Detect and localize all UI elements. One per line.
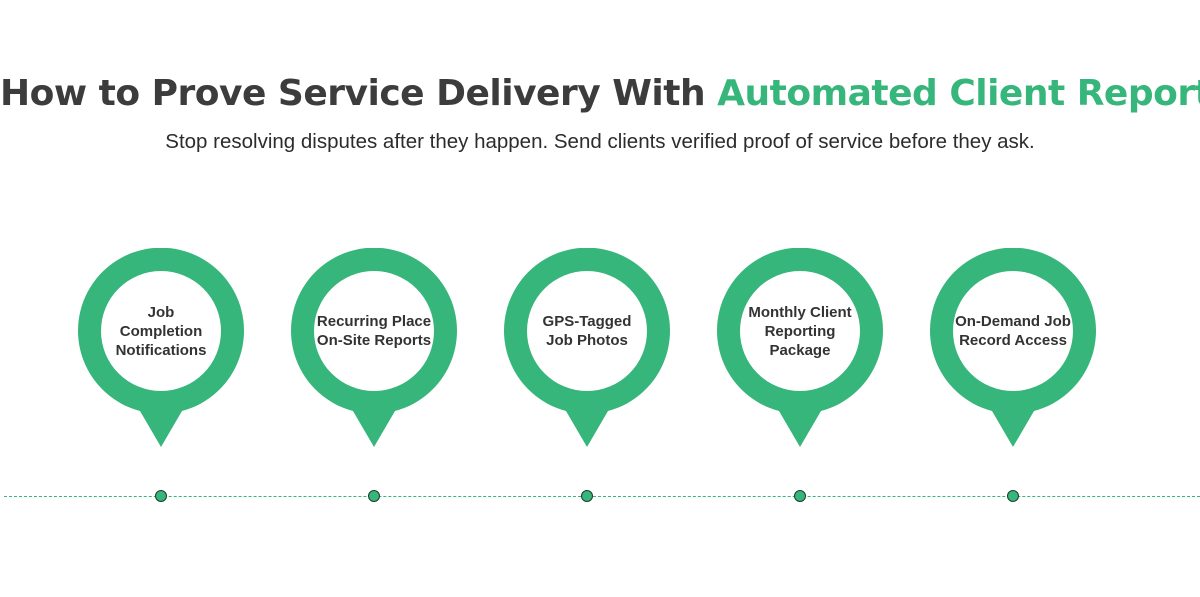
page-subtitle: Stop resolving disputes after they happe… (165, 130, 1035, 153)
step-pin-2: Recurring Place On-Site Reports (291, 248, 457, 450)
step-pin-4: Monthly Client Reporting Package (717, 248, 883, 450)
step-2-line-1: Recurring Place (316, 313, 432, 330)
step-label-5: On-Demand Job Record Access (953, 271, 1073, 391)
title-main: How to Prove Service Delivery With (0, 73, 706, 114)
step-4-line-3: Package (769, 341, 831, 359)
timeline-dot-5 (1007, 490, 1019, 502)
step-1-line-2: Completion (119, 322, 203, 340)
timeline-dot-3 (581, 490, 593, 502)
step-1-line-1: Job (147, 303, 175, 321)
step-1-line-3: Notifications (115, 341, 207, 359)
step-label-3: GPS-Tagged Job Photos (527, 271, 647, 391)
step-label-4: Monthly Client Reporting Package (740, 271, 860, 391)
step-pin-3: GPS-Tagged Job Photos (504, 248, 670, 450)
timeline-dot-2 (368, 490, 380, 502)
step-2-line-2: On-Site Reports (316, 332, 432, 349)
step-3-line-2: Job Photos (546, 332, 628, 349)
location-pin-icon (717, 248, 883, 447)
step-pin-5: On-Demand Job Record Access (930, 248, 1096, 450)
location-pin-icon (291, 248, 457, 447)
step-pin-1: Job Completion Notifications (78, 248, 244, 450)
timeline-line (4, 496, 1200, 497)
step-label-1: Job Completion Notifications (101, 271, 221, 391)
step-5-line-2: Record Access (959, 332, 1067, 349)
timeline-dot-1 (155, 490, 167, 502)
location-pin-icon (930, 248, 1096, 447)
title-accent: Automated Client Reports (717, 73, 1200, 114)
step-4-line-2: Reporting (764, 322, 836, 340)
step-4-line-1: Monthly Client (748, 303, 852, 321)
step-5-line-1: On-Demand Job (955, 313, 1071, 330)
timeline-dot-4 (794, 490, 806, 502)
step-label-2: Recurring Place On-Site Reports (314, 271, 434, 391)
page-title: How to Prove Service Delivery With Autom… (0, 68, 1200, 120)
location-pin-icon (504, 248, 670, 447)
step-3-line-1: GPS-Tagged (542, 313, 632, 330)
location-pin-icon (78, 248, 244, 447)
